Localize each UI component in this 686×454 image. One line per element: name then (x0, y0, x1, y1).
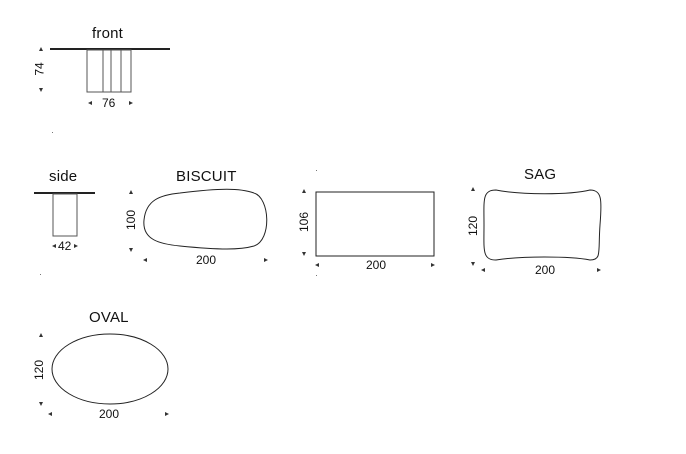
sag-title: SAG (524, 166, 557, 183)
sag-width-arrow-left (481, 268, 485, 272)
front-height-label: 74 (32, 62, 47, 76)
oval-width-arrow-left (48, 412, 52, 416)
marker-dot (316, 170, 317, 171)
oval-height-arrow-bottom (39, 402, 43, 406)
marker-dot (52, 132, 53, 133)
rect-width-label: 200 (366, 258, 387, 272)
oval-height-label: 120 (32, 359, 47, 381)
sag-width-label: 200 (535, 263, 556, 277)
rect-height-label: 106 (297, 211, 312, 233)
front-width-arrow-right (129, 101, 133, 105)
biscuit-width-arrow-right (264, 258, 268, 262)
front-width-arrow-left (88, 101, 92, 105)
biscuit-shape (143, 188, 268, 250)
biscuit-height-arrow-bottom (129, 248, 133, 252)
biscuit-height-label: 100 (124, 209, 139, 231)
sag-width-arrow-right (597, 268, 601, 272)
front-base (86, 49, 132, 93)
side-width-label: 42 (58, 239, 72, 253)
side-width-arrow-left (52, 244, 56, 248)
rect-height-arrow-top (302, 189, 306, 193)
oval-shape (51, 333, 169, 405)
oval-width-label: 200 (99, 407, 120, 421)
front-title: front (92, 25, 124, 42)
rect-width-arrow-right (431, 263, 435, 267)
side-title: side (49, 168, 78, 185)
sag-height-label: 120 (466, 215, 481, 237)
biscuit-title: BISCUIT (176, 168, 237, 185)
biscuit-height-arrow-top (129, 190, 133, 194)
rect-shape (315, 191, 435, 257)
rect-width-arrow-left (315, 263, 319, 267)
marker-dot (40, 274, 41, 275)
oval-height-arrow-top (39, 333, 43, 337)
biscuit-width-label: 200 (196, 253, 217, 267)
sag-shape (483, 189, 602, 261)
front-width-label: 76 (102, 96, 116, 110)
oval-width-arrow-right (165, 412, 169, 416)
side-width-arrow-right (74, 244, 78, 248)
sag-height-arrow-bottom (471, 262, 475, 266)
side-base (52, 193, 78, 237)
biscuit-width-arrow-left (143, 258, 147, 262)
rect-height-arrow-bottom (302, 252, 306, 256)
front-height-arrow-bottom (39, 88, 43, 92)
front-height-arrow-top (39, 47, 43, 51)
sag-height-arrow-top (471, 187, 475, 191)
marker-dot (316, 275, 317, 276)
oval-title: OVAL (89, 309, 129, 326)
